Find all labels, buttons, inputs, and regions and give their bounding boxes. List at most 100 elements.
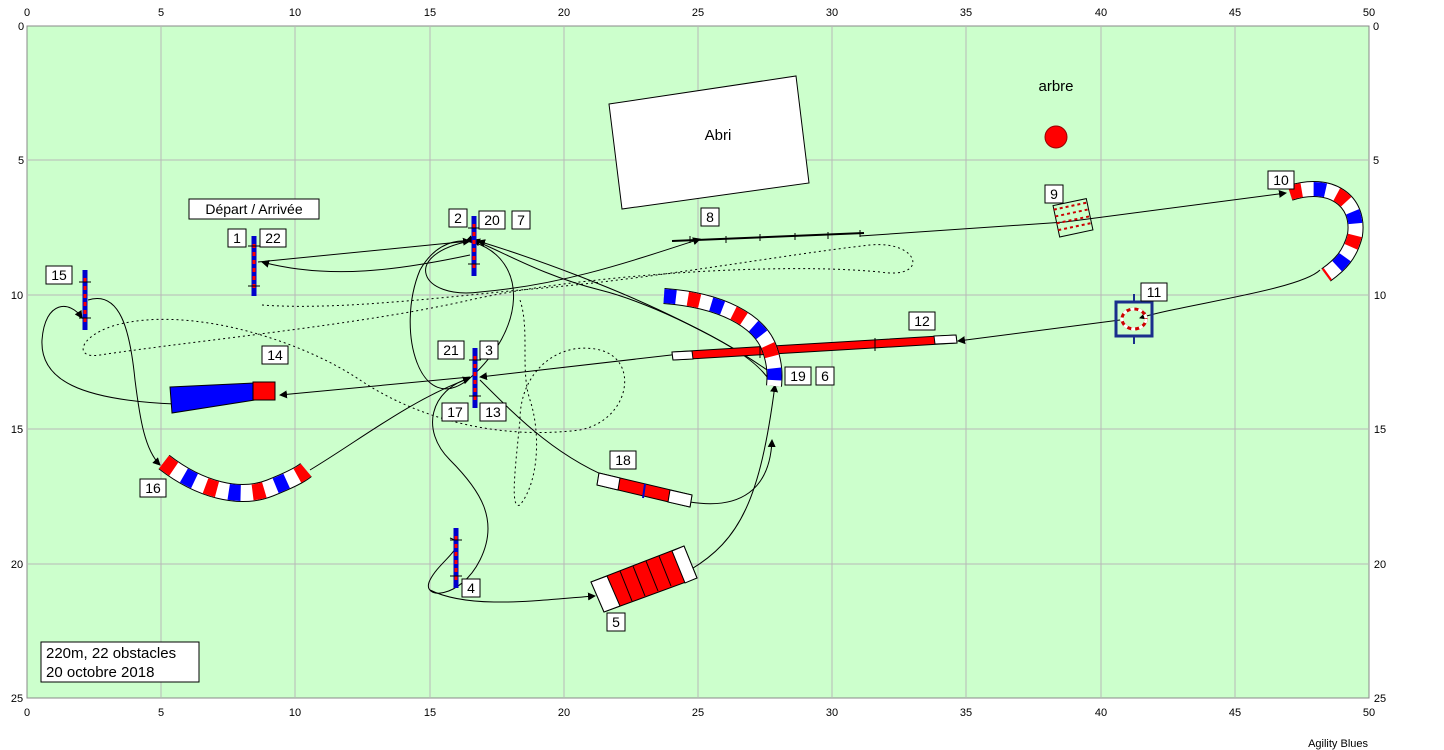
credit-label: Agility Blues — [1308, 738, 1368, 750]
svg-text:10: 10 — [1273, 172, 1289, 188]
seesaw-18 — [596, 472, 693, 508]
label-16: 16 — [139, 478, 167, 498]
svg-text:12: 12 — [914, 313, 930, 329]
x-tick: 40 — [1095, 7, 1107, 19]
x-tick: 30 — [826, 707, 838, 719]
svg-text:2: 2 — [454, 210, 462, 226]
jump-3-13-17-21 — [469, 348, 481, 408]
svg-text:8: 8 — [706, 209, 714, 225]
x-tick: 5 — [158, 7, 164, 19]
axis-x-top: 0 5 10 15 20 25 30 35 40 45 50 — [24, 7, 1375, 19]
svg-text:Départ / Arrivée: Départ / Arrivée — [205, 201, 302, 217]
svg-text:1: 1 — [233, 230, 241, 246]
x-tick: 20 — [558, 707, 570, 719]
tunnel-16 — [158, 454, 312, 502]
label-15: 15 — [45, 265, 73, 285]
jump-15 — [79, 270, 91, 330]
svg-text:20: 20 — [484, 212, 500, 228]
info-distance: 220m, 22 obstacles — [46, 645, 176, 662]
tree-icon — [1044, 125, 1068, 149]
x-tick: 10 — [289, 707, 301, 719]
svg-text:14: 14 — [267, 347, 283, 363]
svg-text:15: 15 — [51, 267, 67, 283]
info-date: 20 octobre 2018 — [46, 664, 154, 681]
chute-14 — [169, 381, 276, 414]
svg-text:9: 9 — [1050, 186, 1058, 202]
label-2: 2 — [448, 208, 468, 228]
y-tick: 15 — [11, 424, 23, 436]
label-13: 13 — [479, 402, 507, 422]
x-tick: 15 — [424, 707, 436, 719]
y-tick: 5 — [18, 155, 24, 167]
x-tick: 25 — [692, 7, 704, 19]
x-tick: 30 — [826, 7, 838, 19]
svg-text:11: 11 — [1147, 284, 1162, 300]
x-tick: 0 — [24, 7, 30, 19]
label-4: 4 — [461, 578, 481, 598]
axis-x-bottom: 0 5 10 15 20 25 30 35 40 45 50 — [24, 707, 1375, 719]
tree: arbre — [1038, 78, 1074, 149]
axis-y-left: 0 5 10 15 20 25 — [11, 21, 24, 705]
tunnel-10 — [1287, 181, 1364, 282]
label-18: 18 — [609, 450, 637, 470]
x-tick: 25 — [692, 707, 704, 719]
svg-text:18: 18 — [615, 452, 631, 468]
x-tick: 40 — [1095, 707, 1107, 719]
jump-1-22 — [248, 236, 260, 296]
x-tick: 35 — [960, 707, 972, 719]
obstacle-9 — [1052, 198, 1094, 238]
svg-text:21: 21 — [443, 342, 459, 358]
x-tick: 15 — [424, 7, 436, 19]
y-tick: 20 — [1374, 559, 1386, 571]
label-5: 5 — [606, 612, 626, 632]
dogwalk-12 — [671, 334, 958, 361]
x-tick: 45 — [1229, 707, 1241, 719]
y-tick: 0 — [18, 21, 24, 33]
svg-text:4: 4 — [467, 580, 475, 596]
x-tick: 20 — [558, 7, 570, 19]
label-8: 8 — [700, 207, 720, 227]
svg-text:19: 19 — [790, 368, 806, 384]
y-tick: 15 — [1374, 424, 1386, 436]
x-tick: 50 — [1363, 707, 1375, 719]
y-tick: 20 — [11, 559, 23, 571]
label-20: 20 — [478, 210, 506, 230]
obstacle-8 — [671, 230, 865, 243]
aframe-5 — [590, 545, 698, 613]
label-22: 22 — [259, 228, 287, 248]
svg-text:7: 7 — [517, 212, 525, 228]
label-21: 21 — [437, 340, 465, 360]
handler-path — [82, 244, 914, 506]
y-tick: 0 — [1373, 21, 1379, 33]
course-path — [41, 189, 1321, 603]
svg-text:13: 13 — [485, 404, 501, 420]
info-box: 220m, 22 obstacles 20 octobre 2018 — [40, 641, 200, 683]
label-17: 17 — [441, 402, 469, 422]
svg-text:6: 6 — [821, 368, 829, 384]
label-9: 9 — [1044, 184, 1064, 204]
label-1: 1 — [227, 228, 247, 248]
label-12: 12 — [908, 311, 936, 331]
svg-text:22: 22 — [265, 230, 281, 246]
axis-y-right: 0 5 10 15 20 25 — [1373, 21, 1386, 705]
y-tick: 25 — [1374, 693, 1386, 705]
label-14: 14 — [261, 345, 289, 365]
tunnel-19-6 — [663, 288, 783, 387]
tire-11 — [1114, 294, 1154, 344]
svg-text:5: 5 — [612, 614, 620, 630]
start-finish-label: Départ / Arrivée — [188, 198, 320, 220]
x-tick: 35 — [960, 7, 972, 19]
x-tick: 5 — [158, 707, 164, 719]
svg-text:3: 3 — [485, 342, 493, 358]
label-11: 11 — [1140, 282, 1168, 302]
svg-text:16: 16 — [145, 480, 161, 496]
tree-label: arbre — [1038, 78, 1073, 95]
svg-text:17: 17 — [447, 404, 463, 420]
shelter: Abri — [608, 75, 810, 210]
y-tick: 25 — [11, 693, 23, 705]
label-19: 19 — [784, 366, 812, 386]
jump-4 — [450, 528, 462, 588]
label-7: 7 — [511, 210, 531, 230]
jump-2-20-7 — [468, 216, 480, 276]
